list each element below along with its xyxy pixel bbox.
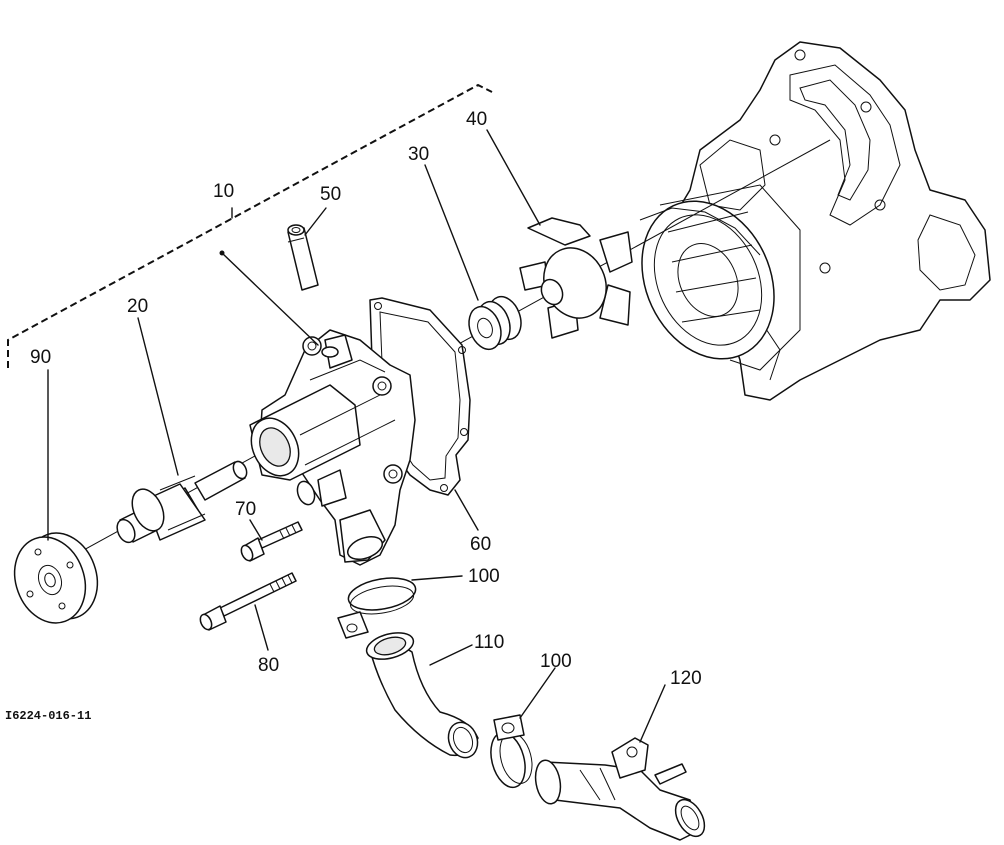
callout-120: 120 [670,668,702,689]
callout-110: 110 [474,632,504,653]
figure-code: I6224-016-11 [5,709,91,723]
bolt-long [199,572,297,631]
callout-50: 50 [320,184,341,205]
callout-100-upper: 100 [468,566,500,587]
callout-20: 20 [127,296,148,317]
hose-clamp-upper [337,577,417,639]
water-pump-body [249,329,416,566]
callout-30: 30 [408,144,429,165]
bypass-pipe [287,224,319,291]
callout-80: 80 [258,655,279,676]
callout-90: 90 [30,347,51,368]
callout-60: 60 [470,534,491,555]
pulley-flange [13,532,99,624]
callout-40: 40 [466,109,487,130]
impeller [519,217,633,339]
shaft-bearing [116,460,248,544]
coolant-hose [365,632,479,759]
callout-100-lower: 100 [540,651,572,672]
callout-70: 70 [235,499,256,520]
assembly-bracket [7,83,493,368]
callout-10: 10 [213,181,234,202]
hose-clamp-lower [490,714,533,789]
bolt-short [240,521,303,562]
leader-lines [47,129,666,743]
block-pump-housing [639,184,801,371]
mechanical-seal [468,295,522,351]
water-outlet-pipe [534,737,706,841]
